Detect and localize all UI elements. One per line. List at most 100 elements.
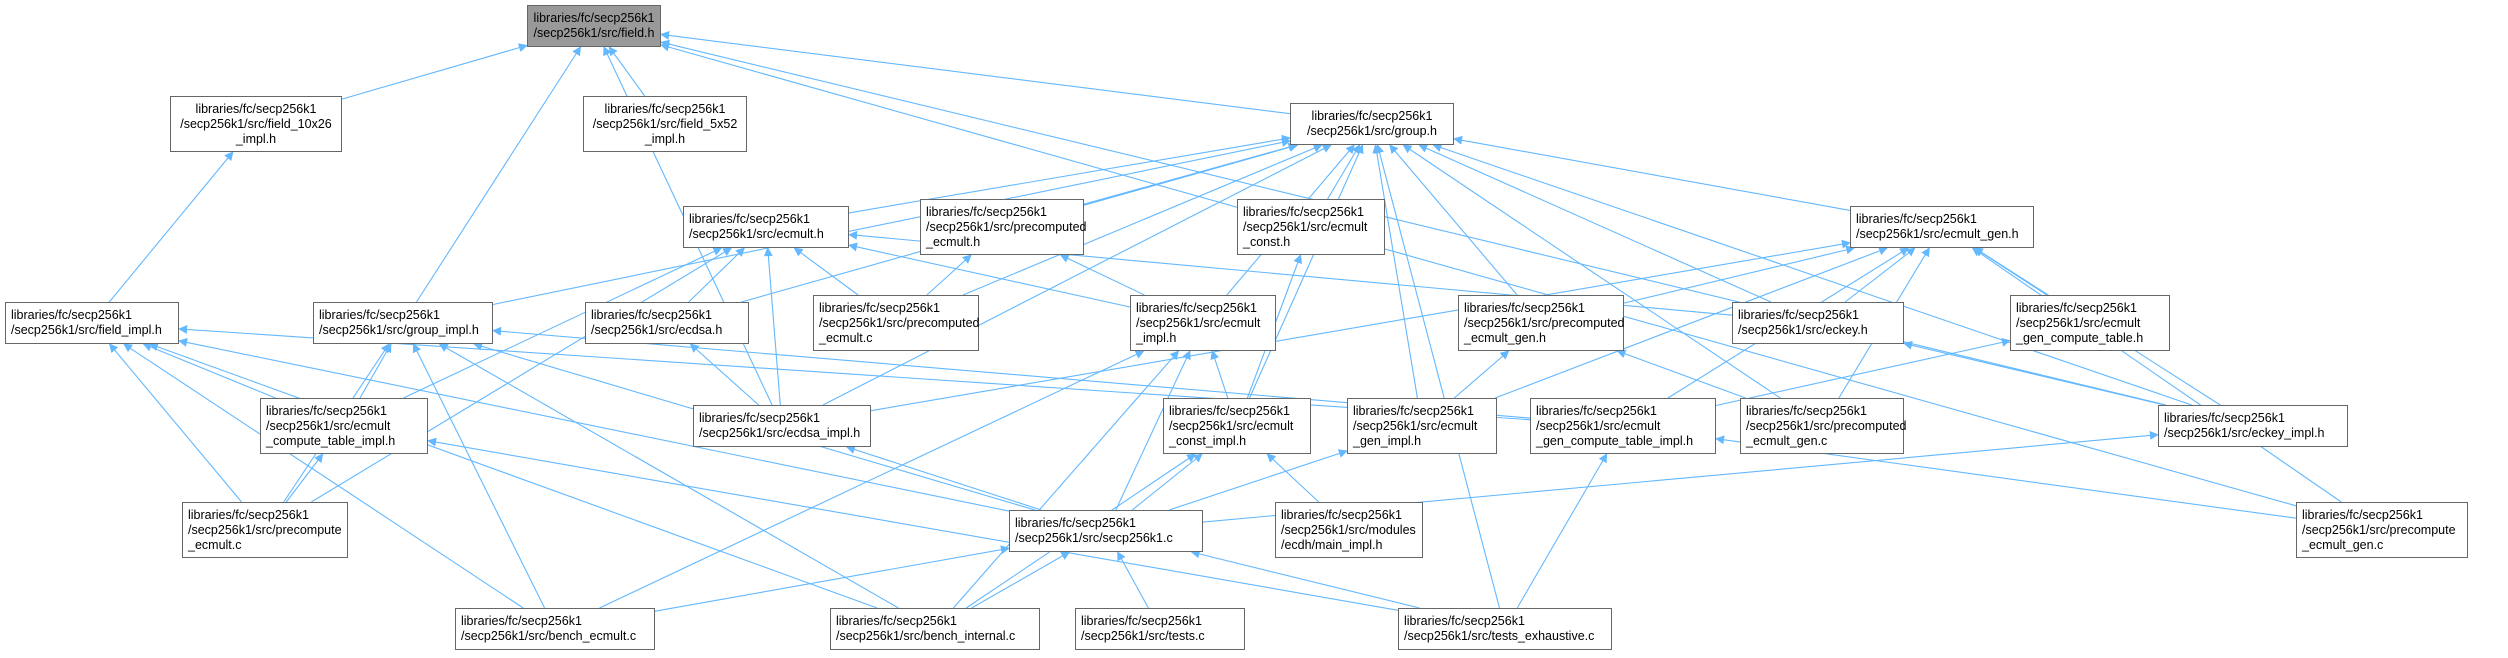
edge-precomputed-ecmult-gen-h-to-ecmult-gen-h	[1623, 245, 1856, 304]
node-label-line: /secp256k1/src/precomputed	[1746, 418, 1907, 433]
node-label-line: /secp256k1/src/field_impl.h	[11, 323, 162, 337]
edge-secp256k1-c-to-ecmult-impl-h	[1115, 350, 1191, 511]
node-field-5x52[interactable]: libraries/fc/secp256k1/secp256k1/src/fie…	[583, 96, 747, 152]
node-ecmult-impl-h[interactable]: libraries/fc/secp256k1/secp256k1/src/ecm…	[1130, 295, 1276, 351]
edge-tests-exhaustive-c-to-ecmult-compute-table-impl-h	[427, 437, 1399, 611]
node-label-line: libraries/fc/secp256k1	[2016, 300, 2137, 315]
node-label-line: /secp256k1/src/group_impl.h	[319, 323, 479, 337]
node-precomputed-ecmult-gen-h[interactable]: libraries/fc/secp256k1/secp256k1/src/pre…	[1458, 295, 1625, 351]
edge-ecmult-compute-table-impl-h-to-ecmult-h	[403, 247, 723, 399]
edge-eckey-impl-h-to-eckey-h	[1903, 340, 2165, 406]
edge-precompute-ecmult-c-to-ecmult-compute-table-impl-h	[285, 453, 324, 503]
node-label-line: _gen_impl.h	[1353, 433, 1422, 448]
node-label-line: /ecdh/main_impl.h	[1281, 537, 1383, 552]
node-label-line: libraries/fc/secp256k1	[926, 204, 1047, 219]
node-label-line: libraries/fc/secp256k1	[1353, 403, 1474, 418]
node-ecmult-gen-impl-h[interactable]: libraries/fc/secp256k1/secp256k1/src/ecm…	[1347, 398, 1497, 454]
edge-bench-internal-c-to-secp256k1-c	[971, 551, 1071, 609]
node-secp256k1-c[interactable]: libraries/fc/secp256k1/secp256k1/src/sec…	[1009, 510, 1203, 552]
node-ecdsa-h[interactable]: libraries/fc/secp256k1/secp256k1/src/ecd…	[585, 302, 749, 344]
edge-secp256k1-c-to-ecmult-gen-impl-h	[1169, 449, 1348, 511]
node-label-line: /secp256k1/src/ecmult	[266, 418, 391, 433]
node-eckey-impl-h[interactable]: libraries/fc/secp256k1/secp256k1/src/eck…	[2158, 405, 2348, 447]
edge-group-impl-h-to-field-h	[416, 46, 581, 303]
node-label-line: libraries/fc/secp256k1	[1738, 308, 1859, 322]
node-label-line: libraries/fc/secp256k1	[266, 403, 387, 418]
edge-tests-exhaustive-c-to-group-h	[1375, 144, 1501, 609]
node-label-line: /secp256k1/src/secp256k1.c	[1015, 531, 1173, 545]
node-label-line: /secp256k1/src/ecmult.h	[689, 227, 824, 241]
node-bench-internal-c[interactable]: libraries/fc/secp256k1/secp256k1/src/ben…	[830, 608, 1040, 650]
node-ecmult-gen-h[interactable]: libraries/fc/secp256k1/secp256k1/src/ecm…	[1850, 206, 2034, 248]
node-label-line: _ecmult.h	[926, 234, 981, 249]
edge-ecmult-const-h-to-group-h	[1327, 144, 1361, 200]
node-eckey-h[interactable]: libraries/fc/secp256k1/secp256k1/src/eck…	[1732, 302, 1904, 344]
edge-eckey-h-to-ecmult-gen-h	[1844, 247, 1916, 303]
node-precomputed-ecmult-gen-c[interactable]: libraries/fc/secp256k1/secp256k1/src/pre…	[1740, 398, 1907, 454]
edge-secp256k1-c-to-ecmult-const-impl-h	[1131, 453, 1203, 511]
node-ecmult-gen-compute-table-h[interactable]: libraries/fc/secp256k1/secp256k1/src/ecm…	[2010, 295, 2170, 351]
node-label-line: _ecmult_gen.c	[1746, 433, 1828, 448]
node-label-line: libraries/fc/secp256k1	[699, 411, 820, 425]
node-precompute-ecmult-gen-c[interactable]: libraries/fc/secp256k1/secp256k1/src/pre…	[2296, 502, 2468, 558]
node-label-line: /secp256k1/src/tests_exhaustive.c	[1404, 629, 1595, 643]
edge-group-impl-h-to-group-h	[492, 138, 1291, 306]
node-label-line: libraries/fc/secp256k1	[1081, 614, 1202, 628]
node-group-h[interactable]: libraries/fc/secp256k1/secp256k1/src/gro…	[1290, 103, 1454, 145]
edge-ecdsa-impl-h-to-ecmult-gen-h	[870, 239, 1851, 412]
node-tests-exhaustive-c[interactable]: libraries/fc/secp256k1/secp256k1/src/tes…	[1398, 608, 1612, 650]
node-ecmult-compute-table-impl-h[interactable]: libraries/fc/secp256k1/secp256k1/src/ecm…	[260, 398, 428, 454]
node-ecdh-main-impl-h[interactable]: libraries/fc/secp256k1/secp256k1/src/mod…	[1275, 502, 1423, 558]
node-ecmult-h[interactable]: libraries/fc/secp256k1/secp256k1/src/ecm…	[683, 206, 849, 248]
node-label-line: /secp256k1/src/ecmult_gen.h	[1856, 227, 2019, 241]
node-field-h: libraries/fc/secp256k1/secp256k1/src/fie…	[527, 5, 661, 47]
node-precomputed-ecmult-h[interactable]: libraries/fc/secp256k1/secp256k1/src/pre…	[920, 199, 1087, 255]
node-label-line: /secp256k1/src/precomputed	[1464, 315, 1625, 330]
node-ecmult-const-impl-h[interactable]: libraries/fc/secp256k1/secp256k1/src/ecm…	[1163, 398, 1311, 454]
node-label-line: libraries/fc/secp256k1	[1136, 300, 1257, 315]
edge-tests-c-to-secp256k1-c	[1117, 551, 1149, 609]
edge-precompute-ecmult-c-to-field-impl-h	[109, 343, 243, 503]
node-ecdsa-impl-h[interactable]: libraries/fc/secp256k1/secp256k1/src/ecd…	[693, 405, 871, 447]
node-label-line: /secp256k1/src/field_10x26	[180, 116, 332, 131]
node-label-line: /secp256k1/src/modules	[1281, 522, 1416, 537]
node-tests-c[interactable]: libraries/fc/secp256k1/secp256k1/src/tes…	[1075, 608, 1245, 650]
node-field-10x26[interactable]: libraries/fc/secp256k1/secp256k1/src/fie…	[170, 96, 342, 152]
node-ecmult-const-h[interactable]: libraries/fc/secp256k1/secp256k1/src/ecm…	[1237, 199, 1385, 255]
node-precompute-ecmult-c[interactable]: libraries/fc/secp256k1/secp256k1/src/pre…	[182, 502, 348, 558]
node-label-line: /secp256k1/src/field_5x52	[592, 116, 738, 131]
node-label-line: libraries/fc/secp256k1	[1404, 614, 1525, 628]
node-label-line: /secp256k1/src/ecdsa_impl.h	[699, 426, 861, 440]
edge-bench-internal-c-to-ecmult-impl-h	[952, 350, 1180, 609]
node-label-line: _impl.h	[644, 131, 686, 146]
edge-precompute-ecmult-gen-c-to-field-h	[660, 42, 2297, 507]
edge-ecdsa-impl-h-to-group-h	[822, 144, 1332, 406]
node-label-line: _impl.h	[235, 131, 277, 146]
node-bench-ecmult-c[interactable]: libraries/fc/secp256k1/secp256k1/src/ben…	[455, 608, 655, 650]
node-label-line: /secp256k1/src/precomputed	[819, 315, 980, 330]
node-label-line: _impl.h	[1136, 330, 1177, 345]
node-group-impl-h[interactable]: libraries/fc/secp256k1/secp256k1/src/gro…	[313, 302, 493, 344]
node-label-line: libraries/fc/secp256k1	[1169, 403, 1290, 418]
node-ecmult-gen-compute-table-impl-h[interactable]: libraries/fc/secp256k1/secp256k1/src/ecm…	[1530, 398, 1716, 454]
node-label-line: /secp256k1/src/precomputed	[926, 219, 1087, 234]
edge-precomputed-ecmult-c-to-group-h	[962, 143, 1323, 296]
edge-precomputed-ecmult-c-to-precomputed-ecmult-h	[926, 254, 972, 296]
node-field-impl-h[interactable]: libraries/fc/secp256k1/secp256k1/src/fie…	[5, 302, 179, 344]
node-label-line: /secp256k1/src/precompute	[188, 522, 342, 537]
edge-field-10x26-to-field-h	[341, 43, 528, 100]
node-precomputed-ecmult-c[interactable]: libraries/fc/secp256k1/secp256k1/src/pre…	[813, 295, 980, 351]
edge-precompute-ecmult-gen-c-to-ecmult-gen-h	[1971, 247, 2342, 503]
edge-eckey-impl-h-to-field-h	[660, 39, 2167, 406]
node-label-line: libraries/fc/secp256k1	[1856, 212, 1977, 226]
edge-ecdsa-h-to-ecmult-h	[688, 247, 745, 303]
node-label-line: /secp256k1/src/field.h	[533, 26, 655, 40]
edge-ecdh-main-impl-h-to-ecmult-const-impl-h	[1266, 453, 1320, 503]
edge-ecmult-impl-h-to-ecmult-h	[848, 242, 1131, 308]
node-label-line: libraries/fc/secp256k1	[2164, 411, 2285, 425]
edge-secp256k1-c-to-field-impl-h	[178, 338, 1010, 512]
node-label-line: /secp256k1/src/bench_ecmult.c	[461, 629, 637, 643]
node-label-line: /secp256k1/src/bench_internal.c	[836, 629, 1016, 643]
node-label-line: /secp256k1/src/group.h	[1307, 124, 1437, 138]
edge-precompute-ecmult-c-to-ecmult-h	[311, 247, 733, 503]
